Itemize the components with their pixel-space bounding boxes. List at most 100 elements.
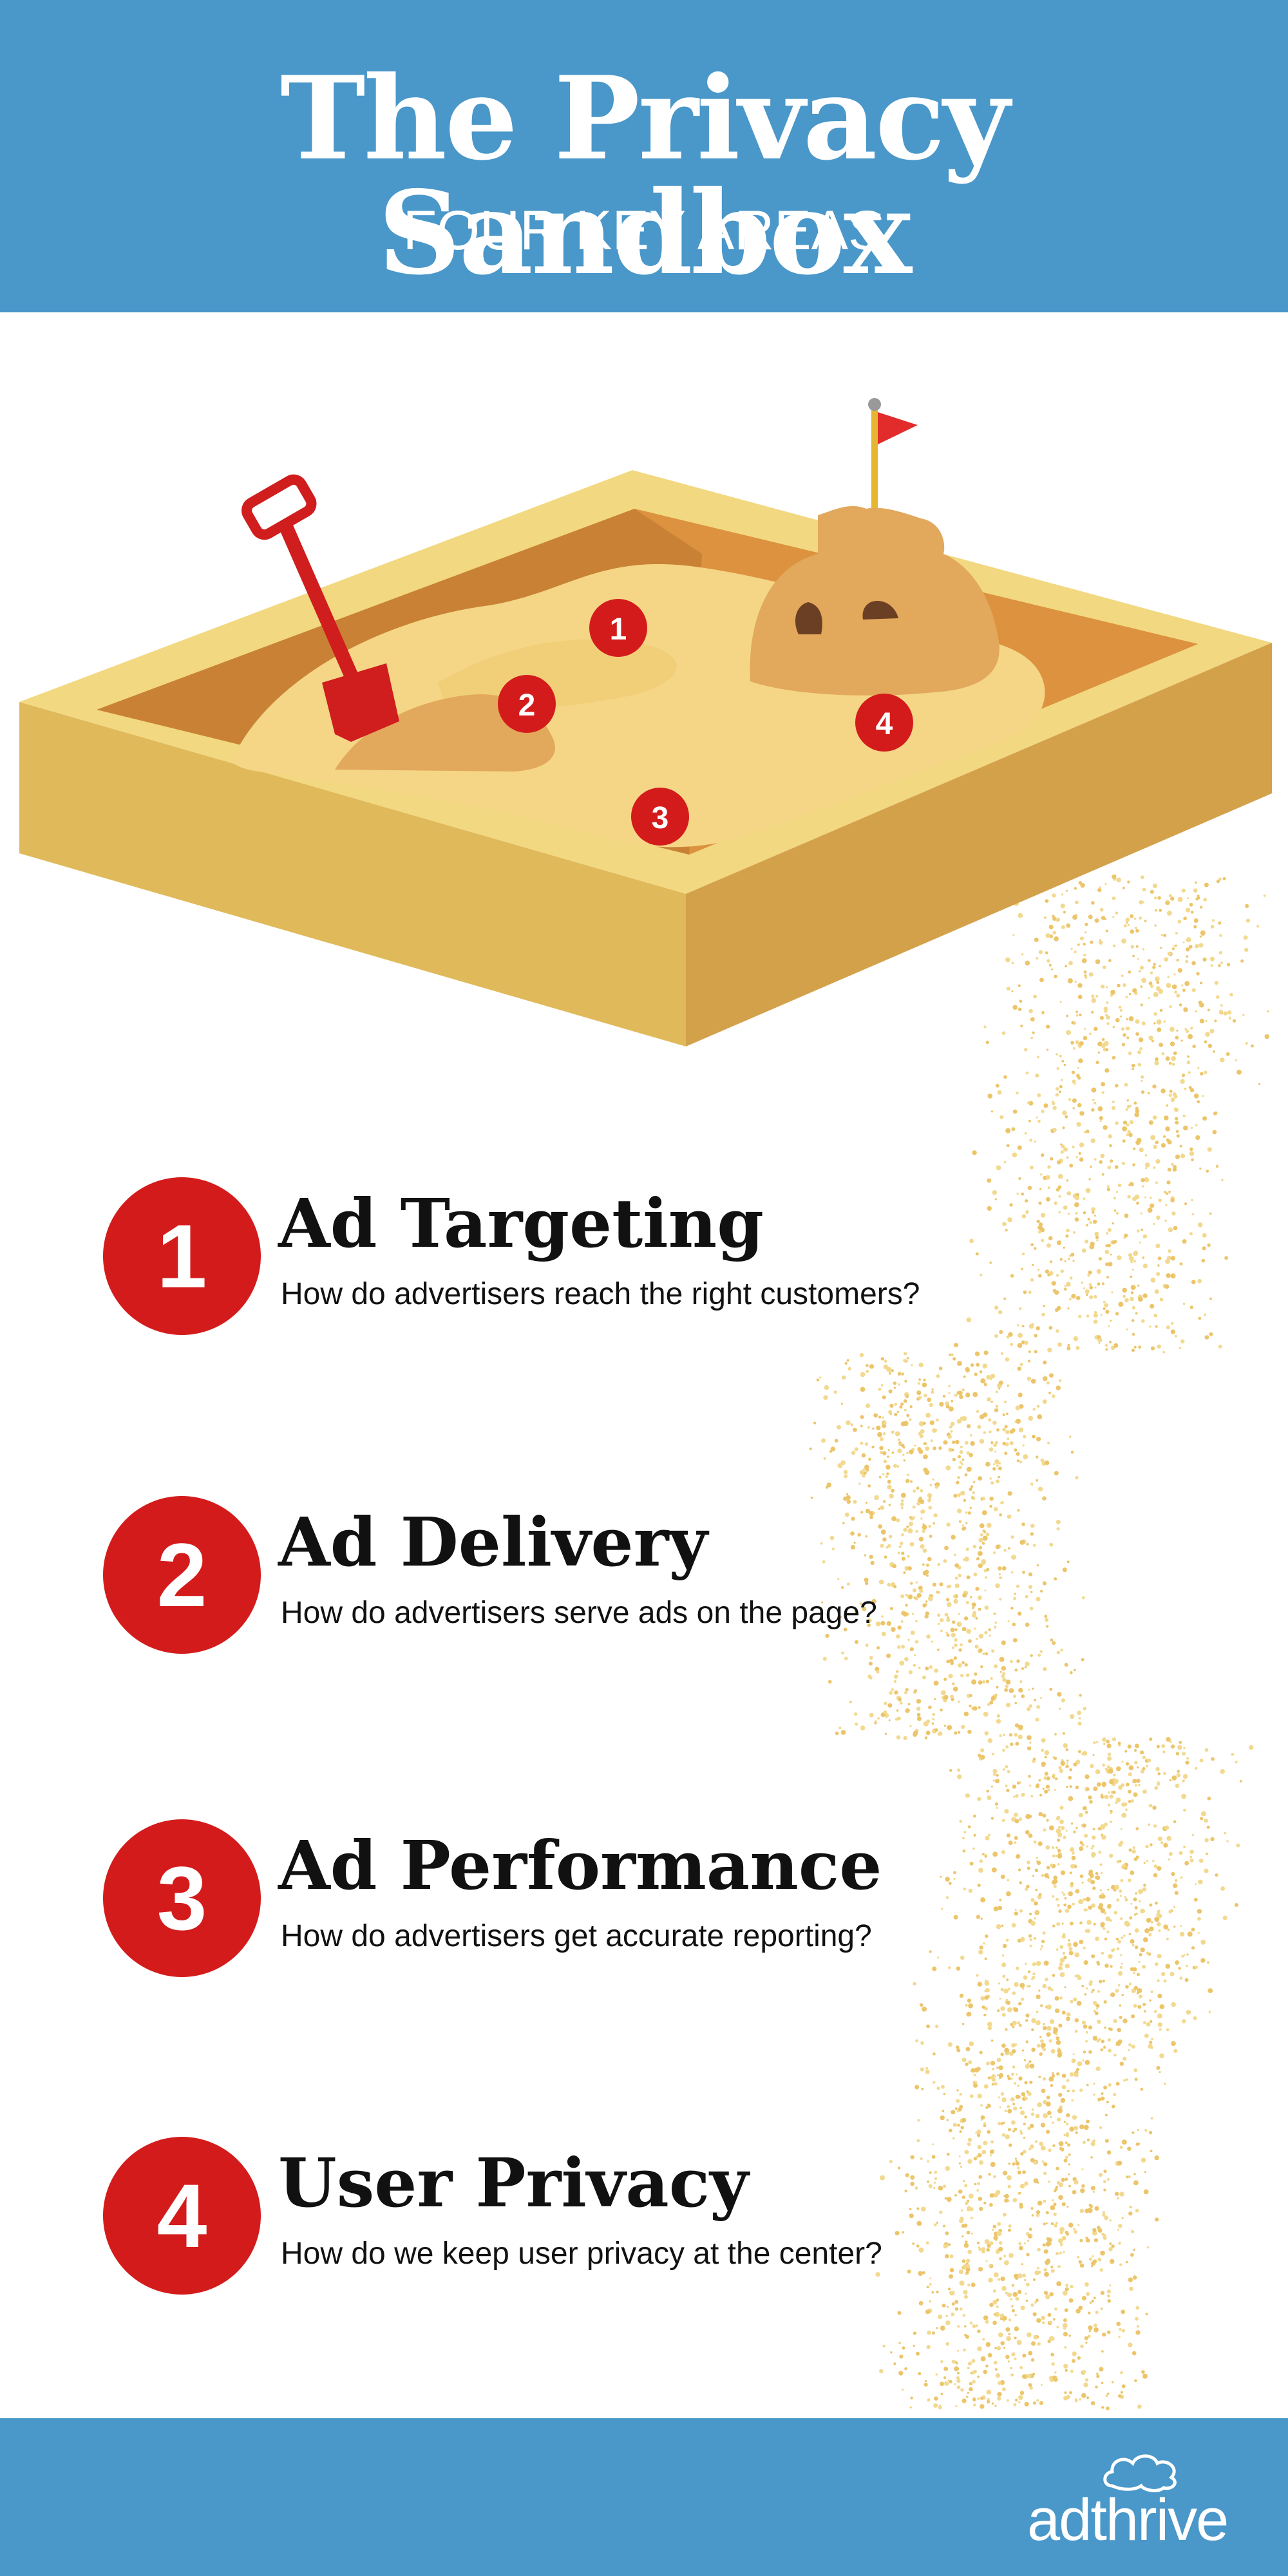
sand-particle (1139, 1147, 1144, 1153)
sand-particle (1102, 1979, 1106, 1983)
sand-particle (1049, 2320, 1052, 2324)
sand-particle (965, 2003, 968, 2007)
sand-particle (1204, 1335, 1209, 1340)
sand-particle (1184, 1087, 1187, 1091)
sand-particle (987, 1738, 993, 1743)
sand-particle (1063, 1893, 1066, 1896)
sand-particle (1055, 1087, 1059, 1091)
sand-particle (1142, 2373, 1148, 2379)
sand-particle (1135, 945, 1139, 948)
sand-particle (1010, 1571, 1014, 1574)
sand-particle (995, 1802, 998, 1806)
sand-particle (1207, 1961, 1209, 1964)
sand-particle (1014, 1701, 1018, 1705)
sand-particle (1198, 1222, 1203, 1227)
sand-particle (1014, 2398, 1018, 2401)
sand-particle (978, 1538, 983, 1543)
sand-particle (1054, 2188, 1058, 2191)
sand-particle (913, 1516, 916, 1519)
sand-particle (896, 1709, 899, 1712)
sand-particle (1028, 1934, 1032, 1938)
sand-particle (1008, 1332, 1013, 1337)
sand-particle (996, 1165, 1001, 1171)
sand-particle (1092, 1211, 1095, 1214)
sand-particle (1187, 1931, 1193, 1937)
sand-particle (1014, 1819, 1019, 1824)
number-badge: 1 (103, 1177, 261, 1335)
sand-particle (1017, 2021, 1021, 2025)
sand-particle (837, 1578, 840, 1580)
sand-particle (882, 1416, 884, 1419)
sand-particle (1027, 1985, 1029, 1988)
sand-particle (1025, 2293, 1027, 2295)
sand-particle (996, 1464, 999, 1467)
sand-particle (843, 1627, 848, 1632)
sand-particle (1061, 2011, 1066, 2015)
sand-particle (983, 1350, 989, 1356)
sand-particle (1218, 951, 1223, 955)
sand-particle (1077, 1076, 1081, 1080)
sand-particle (1010, 1606, 1014, 1610)
sand-particle (1127, 880, 1130, 884)
sand-particle (1193, 1094, 1199, 1099)
sand-particle (975, 1638, 978, 1640)
sand-particle (1002, 1748, 1005, 1752)
sand-particle (1075, 1156, 1078, 1159)
sand-particle (1046, 2004, 1052, 2010)
sand-particle (1024, 1666, 1027, 1669)
sand-particle (1150, 1303, 1155, 1309)
sand-particle (1042, 2243, 1046, 2247)
sand-particle (1156, 1215, 1160, 1220)
sand-particle (982, 2338, 985, 2341)
sand-particle (1019, 2130, 1022, 2132)
sand-particle (891, 1688, 895, 1691)
sand-particle (1036, 1705, 1040, 1709)
sand-particle (1078, 1812, 1083, 1817)
sand-particle (1168, 1094, 1172, 1097)
sand-particle (1137, 958, 1139, 960)
sand-particle (1056, 1329, 1059, 1333)
sand-particle (1034, 1350, 1037, 1354)
sand-particle (971, 2282, 976, 2287)
sand-particle (987, 2104, 991, 2108)
sand-particle (1040, 2145, 1046, 2151)
sand-particle (1195, 1883, 1197, 1886)
sand-particle (1128, 1879, 1132, 1882)
sand-particle (901, 2389, 904, 2391)
sand-particle (1032, 2312, 1037, 2316)
sand-particle (1102, 2332, 1106, 2337)
sand-particle (1150, 1346, 1155, 1350)
sand-particle (1093, 1786, 1098, 1792)
sand-particle (943, 2376, 947, 2380)
sand-particle (961, 1388, 965, 1392)
sand-particle (865, 1581, 869, 1586)
sand-particle (1046, 1048, 1049, 1051)
sand-particle (1007, 2105, 1010, 2108)
sand-particle (956, 1622, 962, 1627)
sand-particle (1103, 2000, 1107, 2004)
sand-particle (1025, 1662, 1030, 1667)
sand-particle (1126, 1328, 1128, 1331)
sand-particle (918, 1378, 921, 1381)
sand-particle (1083, 1211, 1086, 1215)
sand-particle (1106, 2406, 1110, 2410)
sand-particle (975, 1252, 979, 1256)
sand-particle (889, 1493, 894, 1499)
sand-particle (887, 1582, 891, 1587)
sand-particle (969, 2207, 974, 2211)
sand-particle (1149, 2040, 1153, 2044)
sand-particle (959, 1993, 964, 1998)
sand-particle (911, 1613, 914, 1615)
sand-particle (841, 1651, 844, 1655)
sand-particle (1142, 1256, 1145, 1259)
sand-particle (1091, 1954, 1095, 1958)
sand-particle (933, 2052, 936, 2056)
sand-particle (1025, 2019, 1028, 2022)
sand-particle (1198, 1859, 1204, 1863)
sand-particle (1021, 2049, 1024, 2052)
sand-particle (1042, 1787, 1045, 1790)
sand-particle (860, 1372, 866, 1378)
sand-particle (1043, 2291, 1048, 2295)
sand-particle (1208, 1043, 1213, 1048)
sand-particle (893, 1585, 897, 1589)
